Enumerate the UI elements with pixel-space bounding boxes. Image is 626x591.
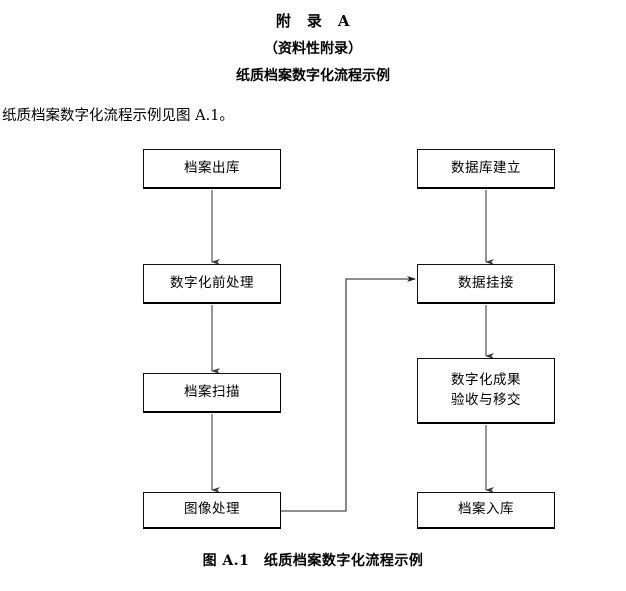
flow-node-acceptance[interactable]: 数字化成果 验收与移交 [417, 358, 555, 424]
appendix-title: 附 录 A [275, 12, 351, 30]
flow-node-label: 图像处理 [184, 501, 240, 518]
flow-node-label: 档案扫描 [184, 383, 240, 400]
flow-node-label: 档案入库 [458, 501, 514, 518]
flow-node-label: 档案出库 [184, 159, 240, 176]
flow-node-archive-in[interactable]: 档案入库 [417, 492, 555, 529]
intro-paragraph: 纸质档案数字化流程示例见图 A.1。 [2, 108, 234, 124]
figure-caption: 图 A.1 纸质档案数字化流程示例 [202, 553, 424, 569]
flow-node-label: 数字化成果 验收与移交 [451, 371, 521, 408]
appendix-subtitle: （资料性附录） [264, 41, 362, 57]
flow-node-data-link[interactable]: 数据挂接 [417, 264, 555, 304]
flow-node-label: 数据库建立 [451, 159, 521, 176]
flow-node-archive-out[interactable]: 档案出库 [143, 149, 281, 189]
appendix-heading: 纸质档案数字化流程示例 [236, 68, 390, 84]
flow-node-label: 数据挂接 [458, 274, 514, 291]
connector-image-process-to-data-link [281, 276, 416, 512]
flow-node-db-build[interactable]: 数据库建立 [417, 149, 555, 189]
flow-node-label: 数字化前处理 [170, 274, 254, 291]
flow-node-archive-scan[interactable]: 档案扫描 [143, 373, 281, 413]
flow-node-image-process[interactable]: 图像处理 [143, 492, 281, 529]
flow-node-pre-process[interactable]: 数字化前处理 [143, 264, 281, 304]
